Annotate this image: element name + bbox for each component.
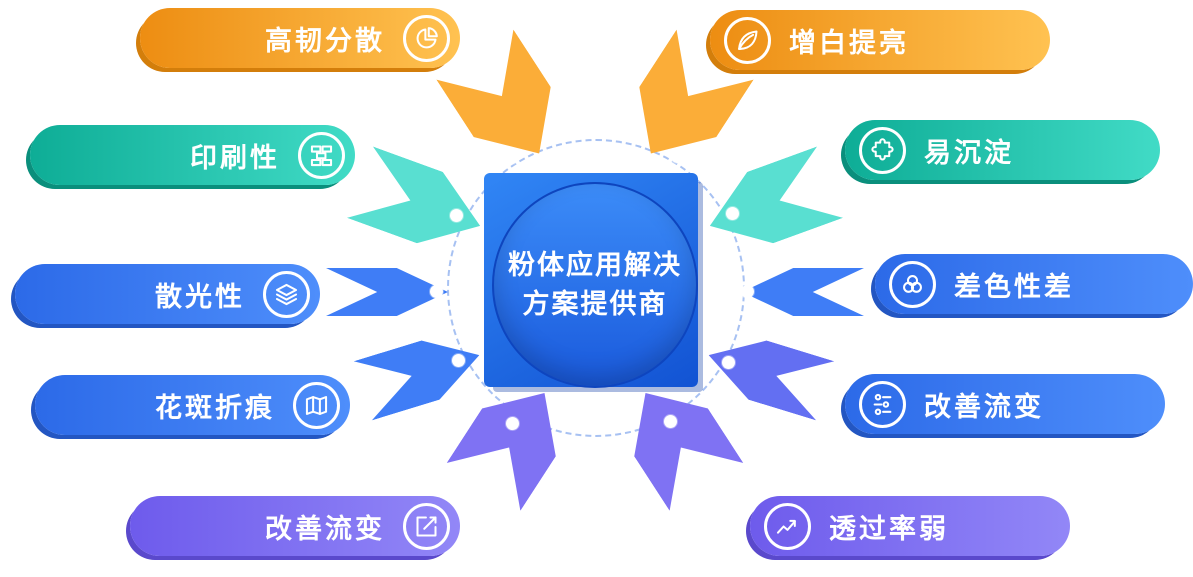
pill-label: 改善流变	[924, 391, 1044, 422]
connector-dot	[741, 285, 754, 298]
pill-label: 差色性差	[954, 271, 1074, 302]
feature-pill-gaoren-fensan: 高韧分散	[140, 8, 460, 68]
feature-pill-gaishan-liubian-right: 改善流变	[845, 374, 1165, 434]
connector-dot	[452, 354, 465, 367]
connector-dot	[506, 417, 519, 430]
feature-pill-huaban-zhehen: 花斑折痕	[35, 375, 350, 435]
pie-chart-icon	[403, 14, 450, 62]
center-title-line2: 方案提供商	[522, 289, 668, 319]
center-circle: 粉体应用解决 方案提供商	[492, 182, 698, 388]
map-icon	[293, 381, 340, 429]
connector-arrow-mid-right	[742, 268, 864, 316]
connector-dot	[430, 285, 443, 298]
feature-pill-yinshuaxing: 印刷性	[30, 125, 355, 185]
feature-pill-chasexing-cha: 差色性差	[875, 254, 1193, 314]
pill-label: 花斑折痕	[155, 392, 275, 423]
leaf-icon	[724, 16, 771, 64]
connector-dot	[726, 207, 739, 220]
trend-line-icon	[764, 502, 811, 550]
connector-dot	[722, 356, 735, 369]
layers-icon	[263, 270, 310, 318]
edit-icon	[403, 502, 450, 550]
feature-pill-yichendian: 易沉淀	[845, 120, 1160, 180]
pill-label: 散光性	[155, 281, 245, 312]
pill-label: 印刷性	[190, 142, 280, 173]
bricks-icon	[298, 131, 345, 179]
connector-dot	[450, 209, 463, 222]
color-circles-icon	[889, 260, 936, 308]
feature-pill-touguolv-ruo: 透过率弱	[750, 496, 1070, 556]
pill-label: 透过率弱	[829, 513, 949, 544]
center-title-line1: 粉体应用解决	[508, 249, 682, 280]
connector-dot	[505, 151, 518, 164]
feature-pill-zengbai-tiliang: 增白提亮	[710, 10, 1050, 70]
puzzle-icon	[859, 126, 906, 174]
flow-sliders-icon	[859, 380, 906, 428]
pill-label: 增白提亮	[789, 27, 909, 58]
pill-label: 改善流变	[265, 513, 385, 544]
pill-label: 易沉淀	[924, 137, 1014, 168]
feature-pill-gaishan-liubian-left: 改善流变	[130, 496, 460, 556]
pill-label: 高韧分散	[265, 25, 385, 56]
connector-dot	[671, 150, 684, 163]
feature-pill-sanguangxing: 散光性	[15, 264, 320, 324]
connector-dot	[664, 415, 677, 428]
